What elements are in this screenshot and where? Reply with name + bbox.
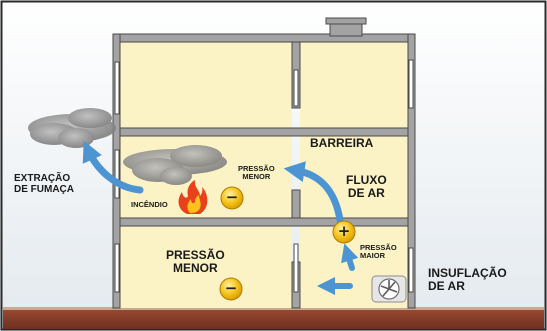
label-barrier: BARREIRA [310, 136, 374, 150]
badge-plus-stairwell [332, 220, 356, 244]
label-air-flow: FLUXO DE AR [346, 173, 387, 200]
chimney-cap [325, 17, 367, 25]
fan-icon [371, 275, 407, 303]
door-mid-top [293, 69, 299, 107]
window-right-top [408, 59, 414, 109]
label-lower-pressure-bottom-room: PRESSÃO MENOR [166, 248, 225, 275]
window-right-bottom [408, 247, 414, 293]
arrow-fan-up [341, 243, 359, 271]
fire-icon [178, 180, 208, 214]
ground-line [3, 307, 544, 310]
label-air-insufflation: INSUFLAÇÃO DE AR [428, 266, 507, 293]
label-higher-pressure: PRESSÃO MAIOR [360, 243, 397, 260]
door-mid-bottom [293, 243, 299, 293]
floor-2 [119, 217, 409, 227]
label-smoke-extraction: EXTRAÇÃO DE FUMAÇA [14, 173, 74, 195]
label-fire: INCÊNDIO [131, 200, 168, 209]
window-left-bottom [114, 243, 120, 293]
window-left-top [114, 61, 120, 115]
room-bottom-left [120, 226, 292, 308]
wall-right [407, 33, 416, 309]
plus-sign-stairwell: + [337, 222, 351, 240]
minus-sign-bottom-room: − [224, 279, 238, 297]
room-top-right [300, 42, 408, 128]
arrow-air-flow [283, 161, 344, 224]
label-lower-pressure-fire-room: PRESSÃO MENOR [238, 164, 275, 181]
room-top-left [120, 42, 292, 128]
badge-minus-bottom-room [219, 277, 243, 301]
minus-sign-fire-room: − [225, 188, 239, 206]
smoke-inside [123, 145, 227, 185]
ground [3, 309, 544, 329]
badge-minus-fire-room [220, 186, 244, 210]
arrow-smoke-exit [82, 140, 144, 194]
wall-roof [112, 33, 416, 43]
floor-1 [119, 127, 409, 137]
window-left-mid [114, 149, 120, 199]
